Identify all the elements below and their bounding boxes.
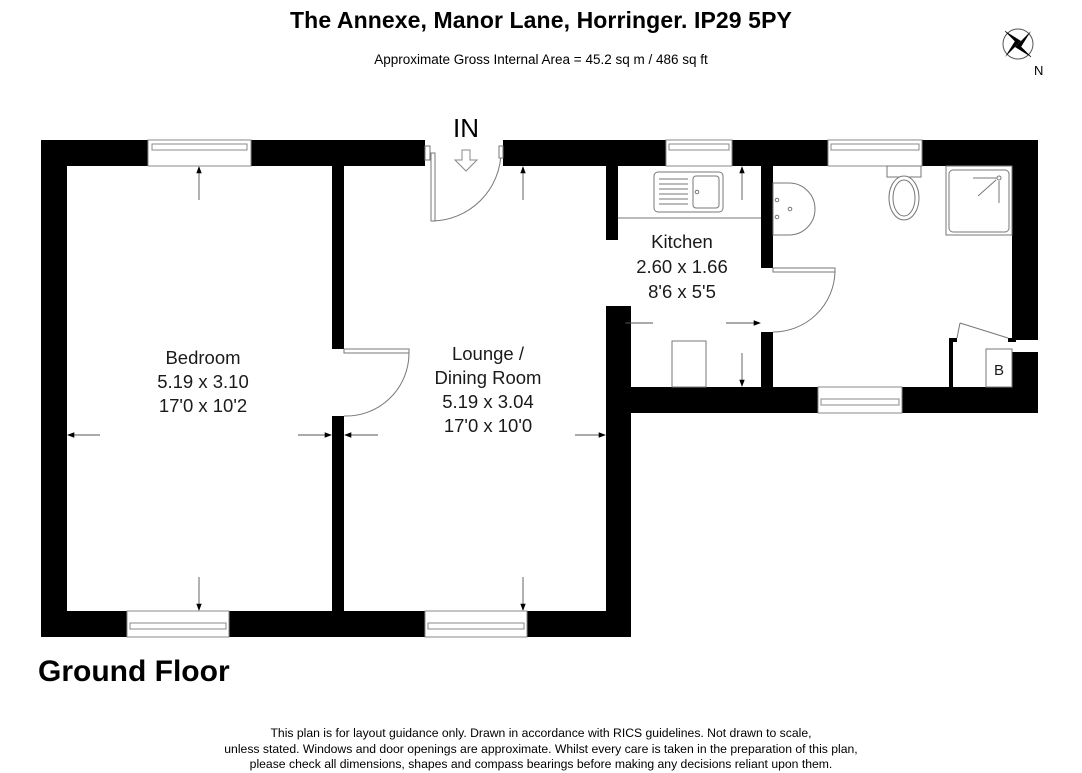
windows <box>126 139 923 638</box>
window-bedroom-bottom <box>126 610 230 638</box>
plan-title: The Annexe, Manor Lane, Horringer. IP29 … <box>290 7 792 33</box>
lounge-name-line2: Dining Room <box>435 367 542 388</box>
bedroom-name: Bedroom <box>165 347 240 368</box>
room-kitchen: Kitchen 2.60 x 1.66 8'6 x 5'5 <box>636 231 728 302</box>
bedroom-door <box>343 348 410 417</box>
window-bedroom-top <box>147 139 252 167</box>
room-lounge: Lounge / Dining Room 5.19 x 3.04 17'0 x … <box>435 343 542 436</box>
kitchen-name: Kitchen <box>651 231 713 252</box>
floor-label: Ground Floor <box>38 655 230 688</box>
gross-internal-area: Approximate Gross Internal Area = 45.2 s… <box>374 52 708 67</box>
disclaimer: This plan is for layout guidance only. D… <box>0 726 1082 773</box>
window-bathroom-top <box>827 139 923 167</box>
kitchen-metric: 2.60 x 1.66 <box>636 256 728 277</box>
window-lounge-bottom <box>424 610 528 638</box>
entrance-label: IN <box>453 113 479 143</box>
sink-icon <box>653 171 724 213</box>
compass-north-label: N <box>1034 63 1043 78</box>
entrance-arrow-icon <box>453 149 479 172</box>
kitchen-imperial: 8'6 x 5'5 <box>648 281 716 302</box>
boiler-label: B <box>994 362 1004 379</box>
bedroom-imperial: 17'0 x 10'2 <box>159 395 247 416</box>
bedroom-metric: 5.19 x 3.10 <box>157 371 249 392</box>
disclaimer-line-2: unless stated. Windows and door openings… <box>224 741 858 756</box>
walls <box>41 140 1038 637</box>
dimension-arrows <box>67 166 761 611</box>
entrance-door <box>424 145 504 222</box>
compass-rose-icon: N <box>1002 28 1043 78</box>
lounge-metric: 5.19 x 3.04 <box>442 391 534 412</box>
disclaimer-line-1: This plan is for layout guidance only. D… <box>270 726 812 740</box>
room-bedroom: Bedroom 5.19 x 3.10 17'0 x 10'2 <box>157 347 249 416</box>
kitchen-appliance <box>671 340 707 388</box>
boiler-icon <box>985 348 1013 388</box>
shower-tray-icon <box>945 165 1013 236</box>
window-bathroom-bottom <box>817 386 903 414</box>
toilet-icon <box>886 165 922 221</box>
window-kitchen-top <box>665 139 733 167</box>
doors <box>343 145 1009 417</box>
disclaimer-line-3: please check all dimensions, shapes and … <box>249 757 833 771</box>
lounge-name-line1: Lounge / <box>452 343 525 364</box>
fixtures <box>618 165 1013 388</box>
bathroom-door <box>772 267 836 333</box>
washbasin-icon <box>772 182 816 236</box>
lounge-imperial: 17'0 x 10'0 <box>444 415 532 436</box>
